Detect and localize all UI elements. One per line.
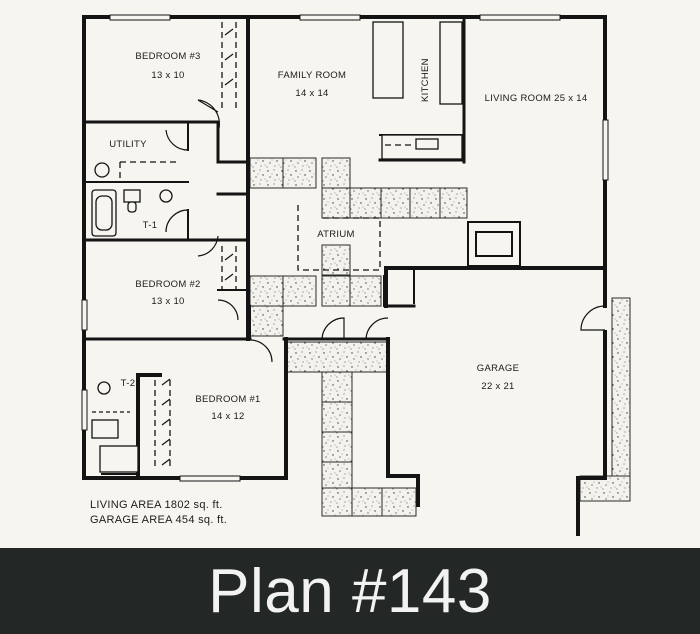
kitchen-label: KITCHEN: [420, 58, 431, 102]
bedroom3-size: 13 x 10: [151, 70, 184, 81]
bedroom1-size: 14 x 12: [211, 411, 244, 422]
bath1-label: T-1: [143, 220, 158, 231]
bath-fixtures: [91, 162, 173, 473]
closets: [119, 22, 415, 470]
plan-title: Plan #143: [208, 557, 492, 626]
living-room-label: LIVING ROOM 25 x 14: [485, 93, 588, 104]
bedroom3-label: BEDROOM #3: [135, 51, 200, 62]
bedroom2-size: 13 x 10: [151, 296, 184, 307]
bedroom2-label: BEDROOM #2: [135, 279, 200, 290]
paver-tiles: [249, 157, 631, 517]
family-room-label: FAMILY ROOM: [278, 70, 346, 81]
utility-label: UTILITY: [109, 139, 147, 150]
bath2-label: T-2: [121, 378, 136, 389]
shelf-marks: [161, 28, 234, 466]
garage-size: 22 x 21: [481, 381, 514, 392]
garage-area-text: GARAGE AREA 454 sq. ft.: [90, 514, 228, 526]
footer-banner: Plan #143: [0, 548, 700, 634]
doors: [165, 99, 606, 363]
windows: [81, 14, 609, 482]
family-room-size: 14 x 14: [295, 88, 328, 99]
garage-label: GARAGE: [477, 363, 519, 374]
floor-plan: BEDROOM #3 13 x 10 FAMILY ROOM 14 x 14 K…: [81, 14, 631, 536]
floor-plan-drawing: BEDROOM #3 13 x 10 FAMILY ROOM 14 x 14 K…: [81, 14, 631, 536]
kitchen-counters: [372, 21, 463, 160]
living-area-text: LIVING AREA 1802 sq. ft.: [90, 499, 223, 511]
room-labels: BEDROOM #3 13 x 10 FAMILY ROOM 14 x 14 K…: [109, 51, 587, 422]
atrium-label: ATRIUM: [317, 229, 355, 240]
bedroom1-label: BEDROOM #1: [195, 394, 260, 405]
